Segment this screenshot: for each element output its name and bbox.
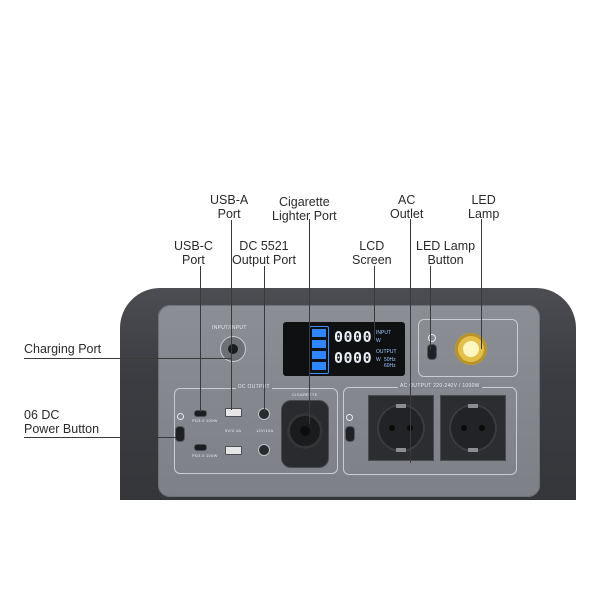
ac-outlet-2-ground-top (468, 404, 478, 408)
dc5521-port-2[interactable] (258, 444, 270, 456)
dc5521-callout-line2: Output Port (232, 253, 296, 267)
dc5521-leader-line (264, 266, 265, 412)
cigarette-lighter-port[interactable] (281, 400, 329, 468)
usb-a-port-2[interactable] (225, 446, 242, 455)
dc-power-leader-line (24, 437, 176, 438)
charging-port[interactable] (220, 336, 246, 362)
output-readout-label: OUTPUT (376, 349, 397, 355)
ac-outlet-callout-line1: AC (397, 193, 416, 207)
cigarette-callout-line2: Lighter Port (272, 209, 337, 223)
ac-outlet-callout: AC Outlet (390, 193, 423, 221)
led-lamp-panel (418, 319, 518, 377)
usb-a-port-callout: USB-A Port (210, 193, 248, 221)
dc-power-button[interactable] (175, 426, 185, 442)
lcd-callout-line2: Screen (352, 253, 392, 267)
ac-outlet-1-ground-top (396, 404, 406, 408)
cigarette-socket (287, 413, 323, 449)
usb-c-callout-line2: Port (181, 253, 205, 267)
ac-output-label: AC OUTPUT 220-240V / 1000W (398, 383, 482, 389)
usb-a-label: 5V/2.4A (225, 428, 242, 433)
ac-outlet-1-ground-bottom (396, 448, 406, 452)
ac-outlet-1[interactable] (368, 395, 434, 461)
ac-outlet-2-ground-bottom (468, 448, 478, 452)
input-readout-label: INPUT (376, 330, 391, 336)
ac-outlet-callout-line2: Outlet (390, 207, 424, 221)
ac-outlet-2-face (449, 404, 497, 452)
ac-power-icon (346, 414, 353, 421)
battery-bar (312, 340, 326, 348)
dc-power-callout-line2: Power Button (24, 422, 100, 436)
usb-c-callout-line1: USB-C (174, 239, 213, 253)
input-watts-readout: 0000 (334, 328, 373, 346)
dc-power-button-callout: 06 DC Power Button (24, 408, 99, 436)
dc5521-callout-line1: DC 5521 (239, 239, 289, 253)
battery-bar (312, 362, 326, 370)
usb-a-callout-line2: Port (217, 207, 241, 221)
dc-power-icon (177, 413, 184, 420)
battery-bar (312, 351, 326, 359)
output-watts-readout: 0000 (334, 349, 373, 367)
ac-outlet-2-pin-left (461, 425, 467, 431)
usb-c-port-2-label: PD3.0 100W (192, 453, 218, 458)
ac-outlet-2[interactable] (440, 395, 506, 461)
ac-outlet-2-pin-right (479, 425, 485, 431)
battery-bar (312, 329, 326, 337)
dc5521-label: 12V/10A (256, 428, 274, 433)
led-lamp (455, 333, 487, 365)
lcd-leader-line (374, 266, 375, 340)
led-lamp-callout: LED Lamp (468, 193, 499, 221)
led-lamp-leader-line (481, 219, 482, 349)
input-unit: W (376, 338, 381, 344)
usb-a-callout-line1: USB-A (210, 193, 249, 207)
frequency-60hz: 60Hz (384, 363, 396, 369)
lcd-callout-line1: LCD (359, 239, 385, 253)
usb-c-port-callout: USB-C Port (174, 239, 213, 267)
lcd-screen-callout: LCD Screen (352, 239, 392, 267)
usb-a-leader-line (231, 220, 232, 410)
usb-a-port-1[interactable] (225, 408, 242, 417)
cigarette-socket-center (300, 426, 310, 436)
dc-power-callout-line1: 06 DC (24, 408, 60, 422)
cigarette-label: CIGARETTE (292, 392, 318, 397)
charging-port-callout-line1: Charging Port (24, 342, 102, 356)
led-power-icon (428, 334, 436, 342)
ac-outlet-1-pin-left (389, 425, 395, 431)
battery-gauge (309, 326, 329, 374)
led-lamp-button-callout: LED Lamp Button (416, 239, 475, 267)
charging-port-leader-line (24, 358, 232, 359)
led-button-leader-line (430, 266, 431, 350)
cigarette-callout-line1: Cigarette (278, 195, 330, 209)
charging-port-socket (228, 344, 238, 354)
usb-c-leader-line (200, 266, 201, 412)
led-lamp-button-callout-line1: LED Lamp (416, 239, 476, 253)
led-lamp-button-callout-line2: Button (427, 253, 464, 267)
led-lamp-lens (463, 341, 479, 357)
led-lamp-button[interactable] (427, 344, 437, 360)
led-lamp-callout-line2: Lamp (468, 207, 500, 221)
lcd-screen (283, 322, 405, 376)
ac-outlet-leader-line (410, 219, 411, 463)
usb-c-port-2[interactable] (194, 444, 207, 451)
dc-output-label: DC OUTPUT (236, 384, 272, 390)
frequency-50hz: 50Hz (384, 357, 396, 363)
led-lamp-callout-line1: LED (471, 193, 496, 207)
input-label: INPUT/INPUT (212, 325, 247, 331)
usb-c-port-1-label: PD3.0 100W (192, 418, 218, 423)
output-unit: W (376, 357, 381, 363)
cigarette-lighter-port-callout: Cigarette Lighter Port (272, 195, 337, 223)
ac-outlet-1-face (377, 404, 425, 452)
cigarette-leader-line (309, 219, 310, 424)
charging-port-callout: Charging Port (24, 342, 101, 356)
ac-power-button[interactable] (345, 426, 355, 442)
dc5521-output-port-callout: DC 5521 Output Port (232, 239, 296, 267)
